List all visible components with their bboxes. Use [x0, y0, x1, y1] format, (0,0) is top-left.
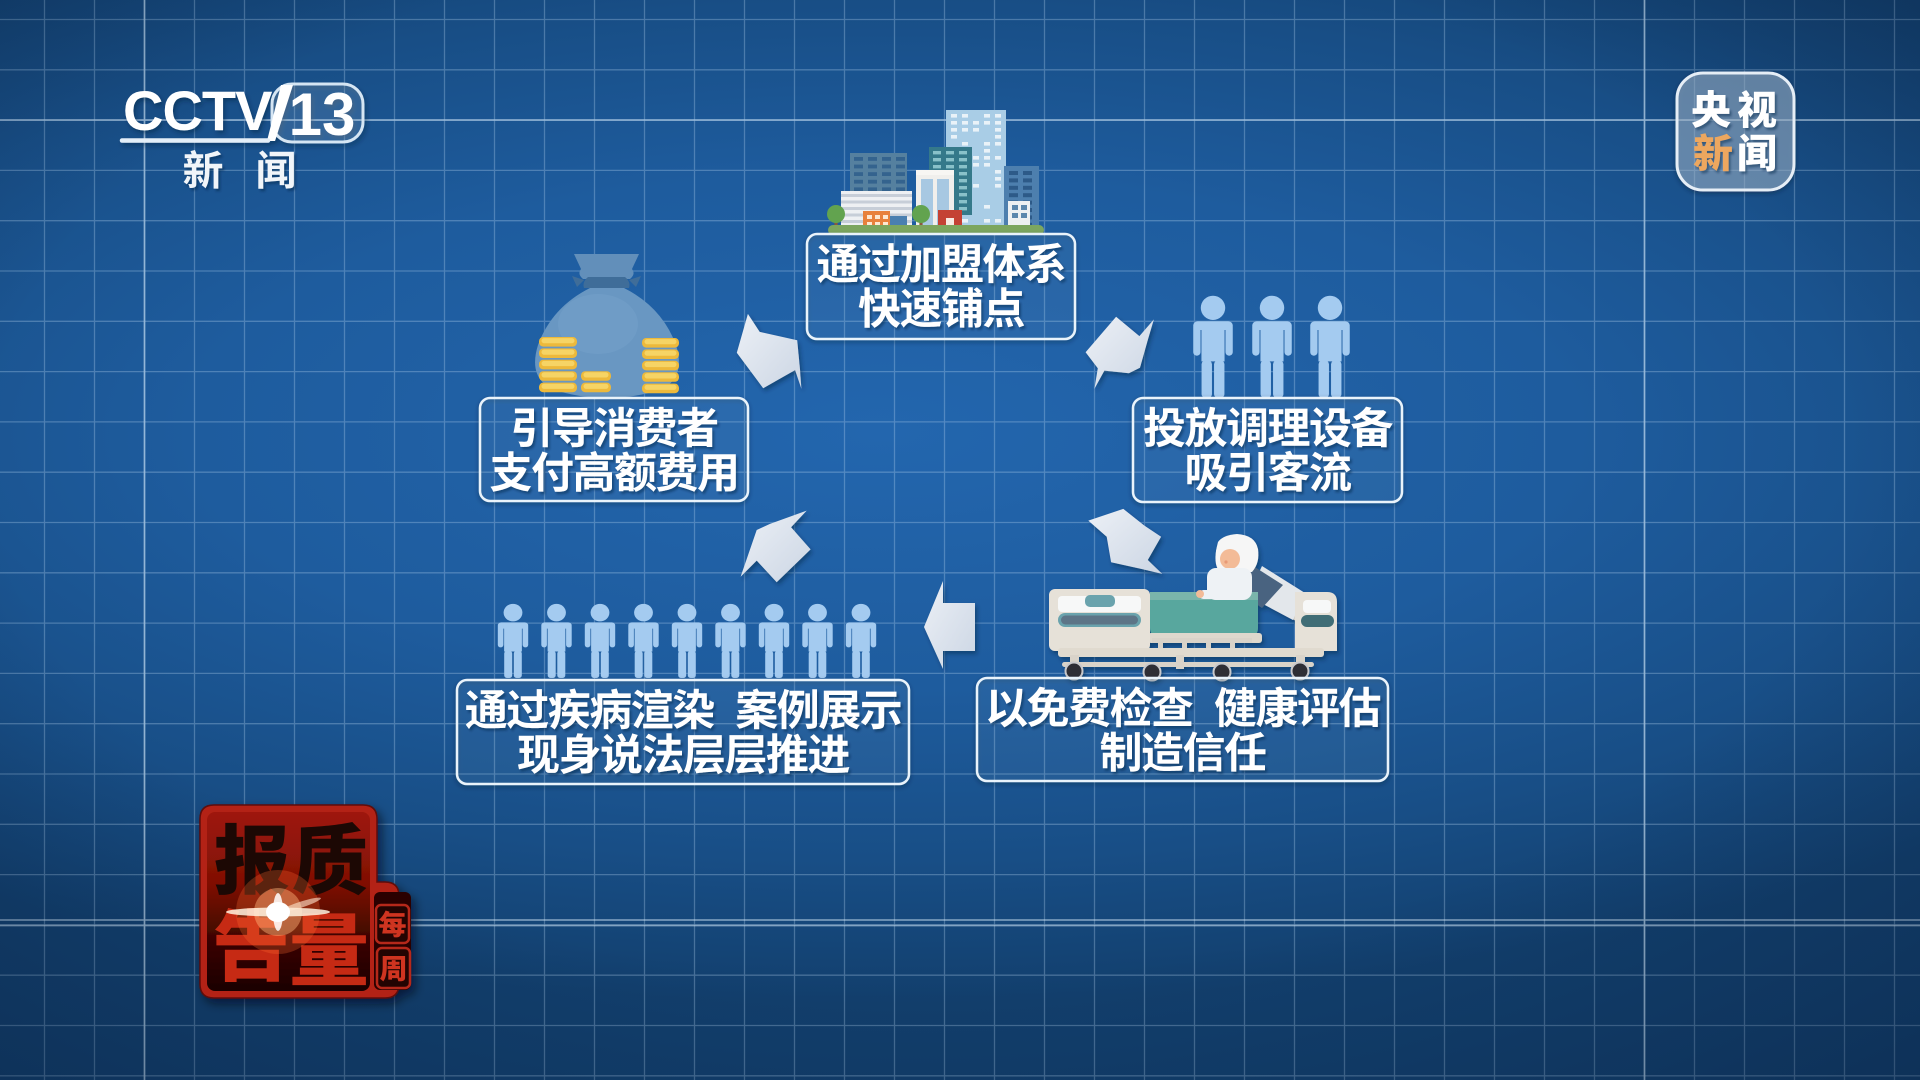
svg-text:13: 13 — [289, 81, 356, 148]
svg-text:CCTV: CCTV — [123, 79, 272, 142]
